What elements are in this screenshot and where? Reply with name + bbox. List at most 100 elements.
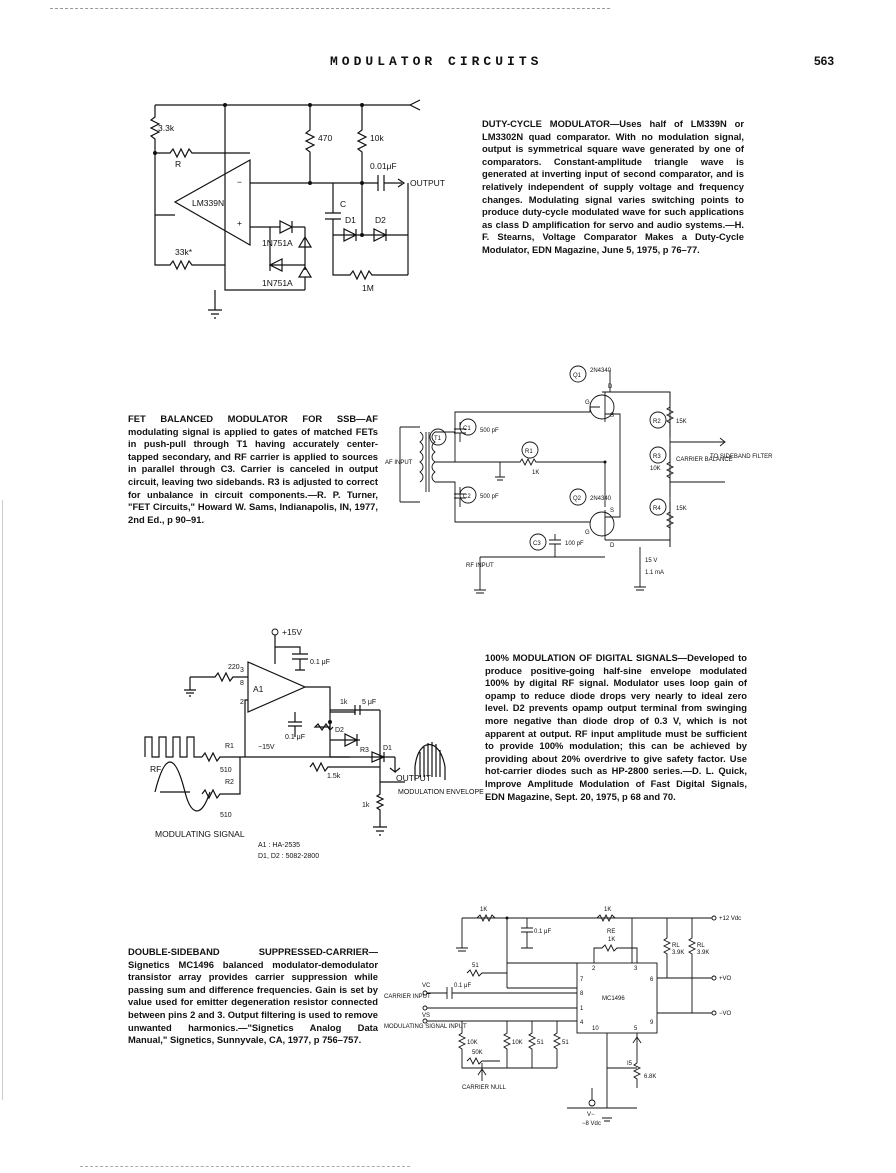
fet-caption: FET BALANCED MODULATOR FOR SSB—AF modula… [128,413,378,526]
i5-label: I5 [627,1061,633,1067]
rl1-value: 3.9K [672,950,684,956]
r1-value: 510 [220,767,232,774]
pin8: 8 [580,991,584,997]
null-label: CARRIER NULL [462,1085,507,1091]
plus-label: + [237,218,242,228]
output-label: OUTPUT [396,773,431,783]
r1-value: 1K [532,470,539,476]
pin2-label: 2 [240,699,244,706]
q2-label: Q2 [573,496,582,502]
fet-supply: 15 V [645,558,657,564]
rf-label: RF [150,764,161,774]
pin2: 2 [592,966,596,972]
to-filter-label: TO SIDEBAND FILTER [710,454,773,460]
c3-label: C3 [533,541,541,547]
c2-value: 500 pF [480,494,499,500]
vminus-label: V− [587,1112,595,1118]
pin4: 4 [580,1020,584,1026]
dsb-schematic: +12 Vdc 1K 0.1 μF 1K MC1496 2 3 7 6 8 1 … [384,907,741,1127]
r-label: R [175,159,181,169]
duty-cycle-body: Uses half of LM339N or LM3302N quad comp… [482,118,744,255]
pin6: 6 [650,977,654,983]
digital-mod-caption: 100% MODULATION OF DIGITAL SIGNALS—Devel… [485,652,747,803]
carrier-label: CARRIER INPUT [384,994,431,1000]
digital-mod-title: 100% MODULATION OF DIGITAL SIGNALS— [485,652,688,663]
pin10: 10 [592,1026,599,1032]
r1k-a: 1K [480,907,487,913]
vs-label: VS [422,1013,430,1019]
r15-label: 1.5k [327,773,341,780]
fet-body: AF modulating signal is applied to gates… [128,413,378,525]
neg-label: −15V [258,744,275,751]
z2-label: 1N751A [262,278,293,288]
pin8-label: 8 [240,680,244,687]
minus-label: − [237,177,242,187]
c1-value: 500 pF [480,428,499,434]
rl2-value: 3.9K [697,950,709,956]
c3-value: 100 pF [565,541,584,547]
d2-label: D2 [375,215,386,225]
r10k-b: 10K [512,1040,523,1046]
pin3-label: 3 [240,667,244,674]
fet-schematic: Q1 2N4340 D G S C1 500 pF C2 500 pF T1 A… [385,365,773,594]
r1k-label: 1k [340,699,348,706]
r1-label: R1 [225,743,234,750]
duty-cycle-title: DUTY-CYCLE MODULATOR— [482,118,620,129]
ic-label: MC1496 [602,996,625,1002]
r4-value: 15K [676,506,687,512]
page-title: MODULATOR CIRCUITS [330,54,543,69]
r51a-label: 51 [472,963,479,969]
r2-label: R2 [225,779,234,786]
r4-label: 33k* [175,247,193,257]
c-top-label: 0.1 μF [310,659,330,666]
r3-name: CARRIER BALANCE [676,457,733,463]
q2-g: G [585,530,590,536]
q2-d: D [610,543,615,549]
q2-type: 2N4340 [590,496,612,502]
r3-label: 10k [370,133,384,143]
scan-artifact-left [2,500,3,1100]
r2-label: 470 [318,133,332,143]
c-label: C [340,199,346,209]
r2-label: R2 [653,419,661,425]
af-input-label: AF INPUT [385,460,413,466]
r3-label: R3 [360,747,369,754]
re-label: RE [607,929,615,935]
pin9: 9 [650,1020,654,1026]
pin7: 7 [580,977,584,983]
c5-label: 5 μF [362,699,376,706]
supply-label: +12 Vdc [719,916,741,922]
envelope-label: MODULATION ENVELOPE [398,789,484,796]
supply-label: +15V [282,627,302,637]
rout-label: 1k [362,802,370,809]
z1-label: 1N751A [262,238,293,248]
page-header: MODULATOR CIRCUITS 563 [0,54,896,74]
note-d1d2: D1, D2 : 5082-2800 [258,853,319,860]
q1-g: G [585,400,590,406]
ic-label: LM339N [192,198,224,208]
pin1: 1 [580,1006,584,1012]
d2-label: D2 [335,727,344,734]
scan-artifact-top [50,8,610,9]
r5-label: 1M [362,283,374,293]
d1-label: D1 [345,215,356,225]
re-value: 1K [608,937,615,943]
fet-title: FET BALANCED MODULATOR FOR SSB— [128,413,366,424]
dsb-title: DOUBLE-SIDEBAND SUPPRESSED-CARRIER— [128,946,378,957]
digital-mod-schematic: +15V 0.1 μF A1 3 8 2 220 1k 5 μF 0.1 μF … [144,627,484,860]
c01-label: 0.1 μF [534,929,551,935]
scan-artifact-bottom [80,1166,410,1167]
q1-s: S [610,413,614,419]
digital-mod-body: Developed to produce positive-going half… [485,652,747,802]
note-a1: A1 : HA-2535 [258,842,300,849]
a1-label: A1 [253,684,264,694]
r2-value: 510 [220,812,232,819]
r4-label: R4 [653,506,661,512]
r1-label: 3.3k [158,123,175,133]
pin5: 5 [634,1026,638,1032]
r51c-label: 51 [562,1040,569,1046]
q1-type: 2N4340 [590,368,612,374]
r220-label: 220 [228,664,240,671]
cap-out-label: 0.01μF [370,161,397,171]
r1-label: R1 [525,449,533,455]
